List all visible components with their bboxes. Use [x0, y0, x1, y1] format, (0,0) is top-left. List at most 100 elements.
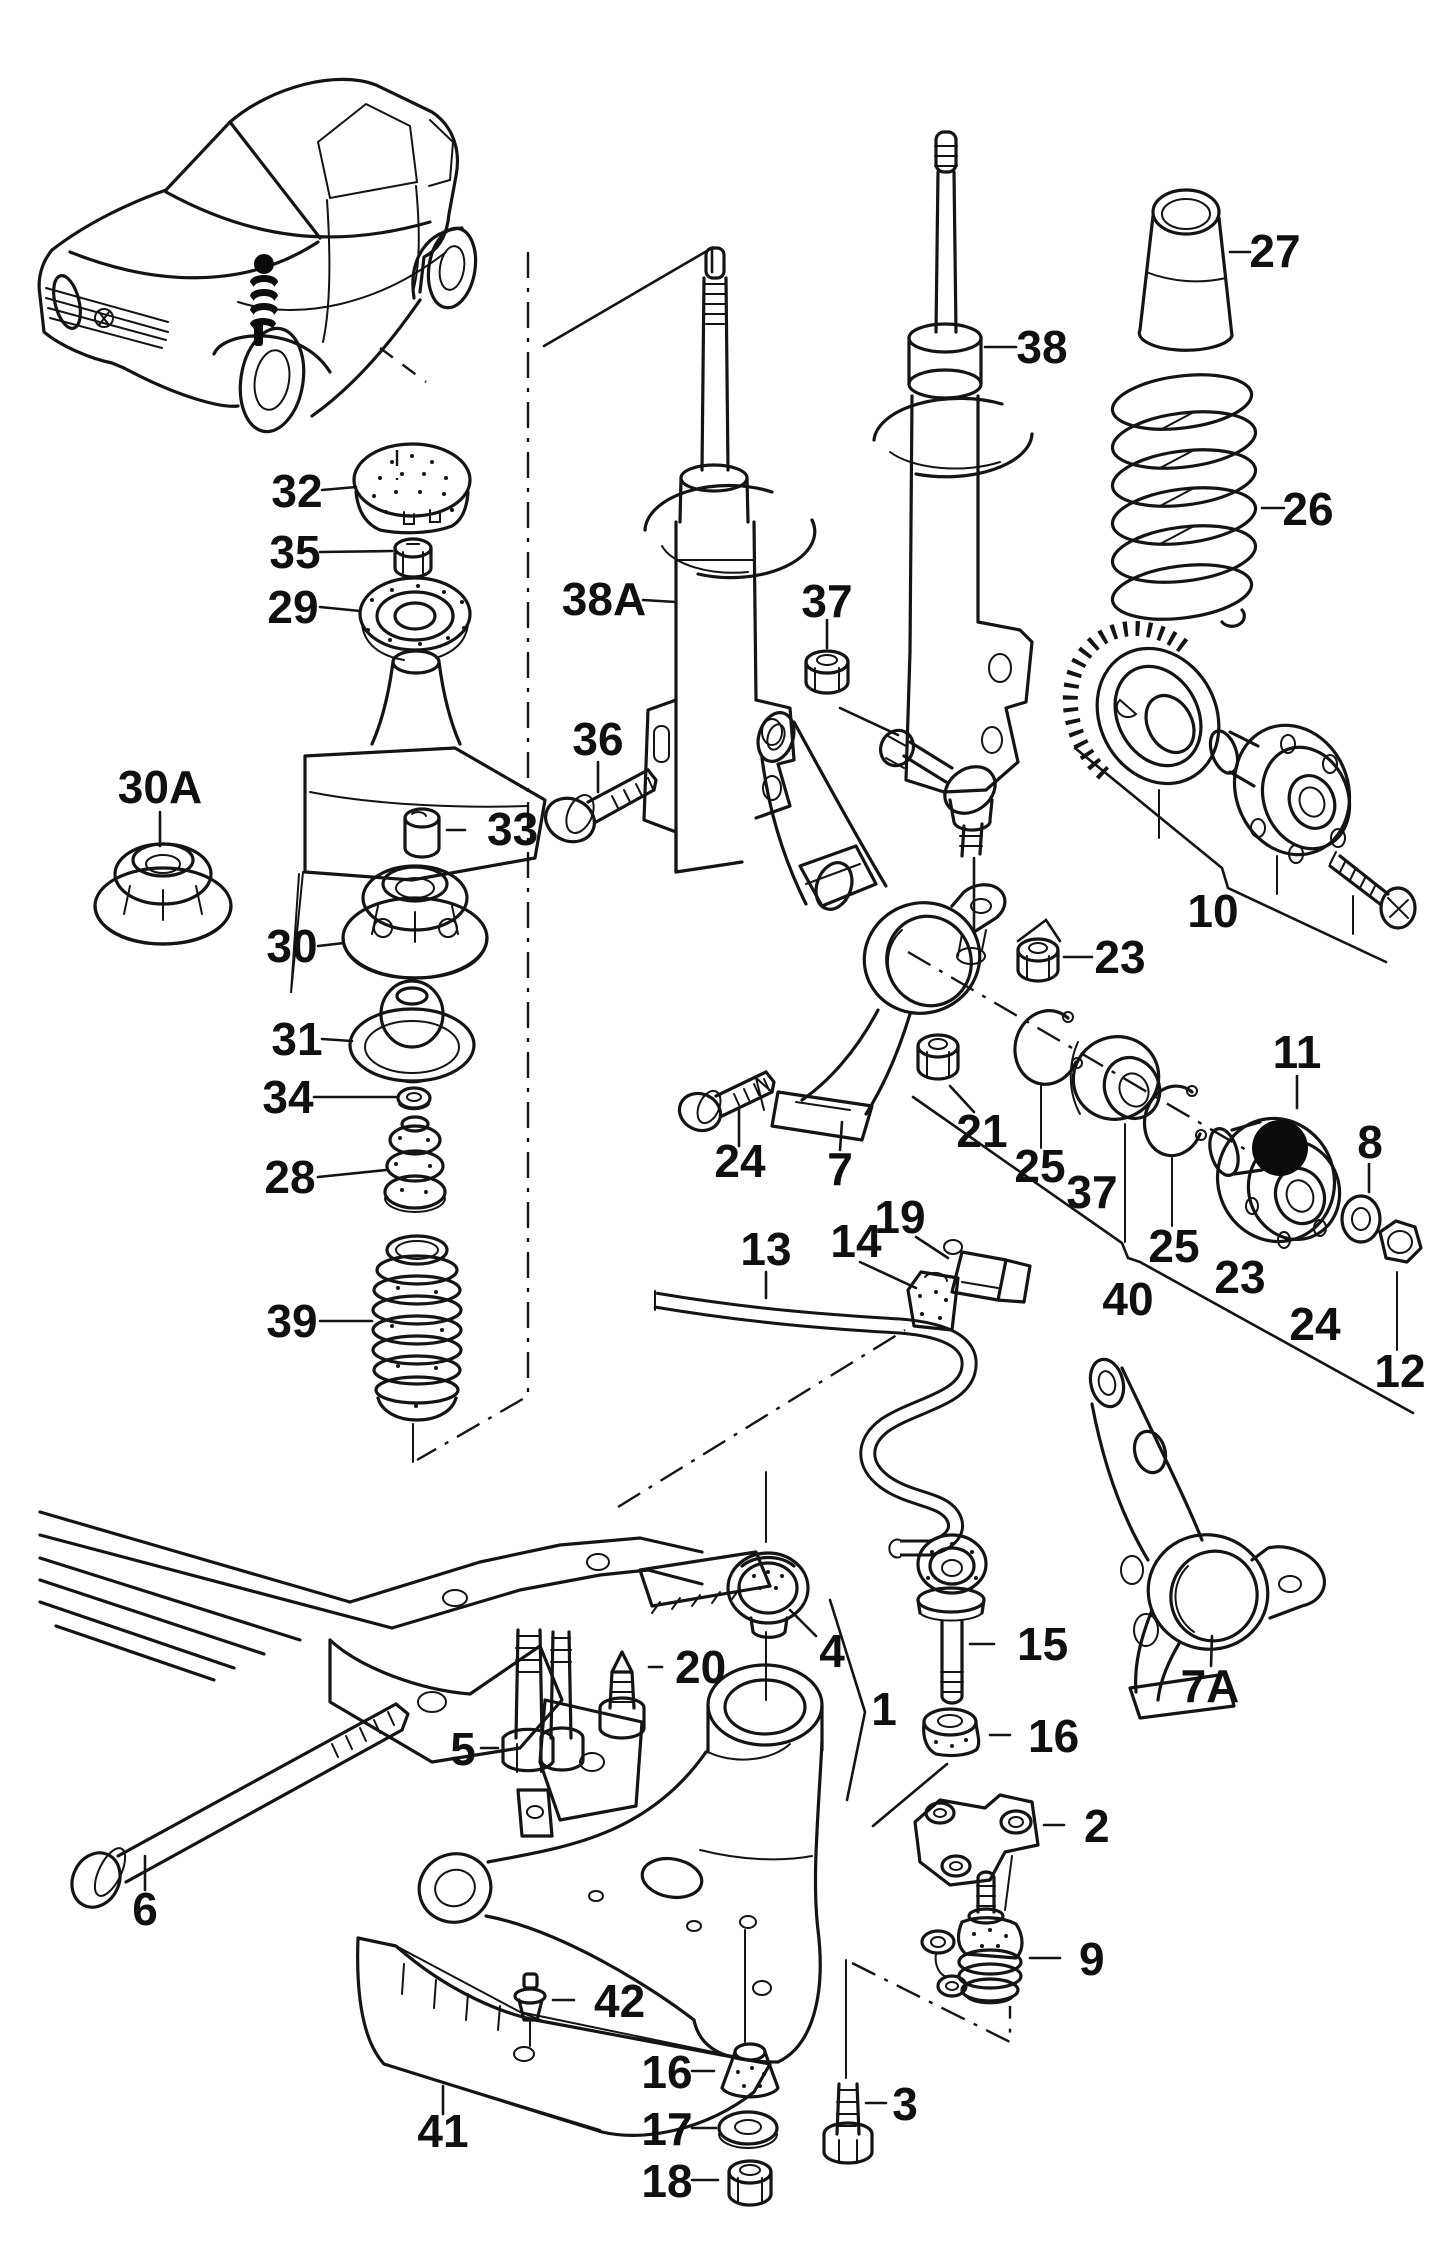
- callout-32[interactable]: 32: [271, 465, 322, 517]
- part-bush-small: [396, 1086, 432, 1111]
- callout-37-top[interactable]: 37: [801, 575, 852, 627]
- callout-4[interactable]: 4: [819, 1625, 845, 1677]
- callout-13[interactable]: 13: [740, 1223, 791, 1275]
- part-washer-8: [1340, 1194, 1382, 1244]
- part-tie-rod-end: [838, 706, 997, 932]
- highlighted-suspension-marker: [250, 254, 278, 346]
- bracket-ball-joint: [851, 1961, 1012, 2044]
- callout-12[interactable]: 12: [1374, 1345, 1425, 1397]
- part-nut-23: [1016, 918, 1062, 983]
- part-strut-38: [872, 130, 1034, 794]
- callout-34[interactable]: 34: [262, 1071, 314, 1123]
- part-subframe: [38, 1510, 772, 1838]
- part-hub-abs-ring: [1062, 621, 1221, 786]
- callout-28[interactable]: 28: [264, 1151, 315, 1203]
- part-nut-16-upper: [871, 1707, 981, 1828]
- callout-30A[interactable]: 30A: [118, 761, 202, 813]
- part-stop-sleeve: [403, 807, 441, 859]
- part-strut-bearing: [358, 576, 472, 661]
- callout-16-bottom[interactable]: 16: [641, 2046, 692, 2098]
- part-bolt-36: [544, 768, 658, 844]
- part-buffer-16-lower: [720, 2042, 780, 2099]
- part-bolt-24: [677, 1070, 776, 1133]
- callout-27[interactable]: 27: [1249, 225, 1300, 277]
- callout-7[interactable]: 7: [827, 1143, 853, 1195]
- part-washer-17: [717, 2110, 779, 2149]
- callout-40[interactable]: 40: [1102, 1273, 1153, 1325]
- callout-30[interactable]: 30: [266, 920, 317, 972]
- highlight-dot: [1252, 1120, 1308, 1176]
- callout-24-left[interactable]: 24: [714, 1135, 766, 1187]
- part-wheel-hub-10: [1208, 723, 1352, 864]
- part-axle-nut-12: [1378, 1219, 1423, 1264]
- callout-37-mid[interactable]: 37: [1066, 1166, 1117, 1218]
- part-ball-joint-9: [920, 1870, 1024, 2005]
- callout-38A[interactable]: 38A: [562, 573, 646, 625]
- callout-36[interactable]: 36: [572, 713, 623, 765]
- part-coil-spring: [1110, 373, 1258, 628]
- callout-5[interactable]: 5: [450, 1723, 476, 1775]
- part-steering-knuckle-7a: [1088, 1357, 1326, 1720]
- part-retaining-plate-2: [913, 1793, 1040, 1911]
- callout-42[interactable]: 42: [594, 1975, 645, 2027]
- callout-17[interactable]: 17: [641, 2103, 692, 2155]
- callout-35[interactable]: 35: [269, 526, 320, 578]
- callout-3[interactable]: 3: [892, 2078, 918, 2130]
- callout-25-a[interactable]: 25: [1014, 1140, 1065, 1192]
- callout-16-top[interactable]: 16: [1028, 1710, 1079, 1762]
- callout-10[interactable]: 10: [1187, 885, 1238, 937]
- part-splash-shield-41: [356, 1936, 772, 2137]
- part-mount-plate: [290, 649, 547, 994]
- part-lower-control-arm: [417, 1663, 847, 2079]
- part-strut-mount: [341, 864, 489, 980]
- callout-33[interactable]: 33: [487, 803, 538, 855]
- part-nut-21: [916, 1033, 960, 1081]
- callout-18[interactable]: 18: [641, 2155, 692, 2207]
- callout-21[interactable]: 21: [956, 1105, 1007, 1157]
- callout-26[interactable]: 26: [1282, 483, 1333, 535]
- callout-15[interactable]: 15: [1017, 1618, 1068, 1670]
- part-bolt-3: [822, 2082, 874, 2165]
- part-stabilizer-bar: [653, 1290, 978, 1559]
- callout-23-b[interactable]: 23: [1214, 1251, 1265, 1303]
- callout-41[interactable]: 41: [417, 2105, 468, 2157]
- part-stabilizer-bushing-14: [906, 1270, 960, 1332]
- callout-38[interactable]: 38: [1016, 321, 1067, 373]
- part-circlip-25b: [1142, 1084, 1207, 1158]
- callout-14[interactable]: 14: [830, 1215, 882, 1267]
- callout-8[interactable]: 8: [1357, 1116, 1383, 1168]
- callout-9[interactable]: 9: [1079, 1933, 1105, 1985]
- axis-line-bearing: [907, 950, 1261, 1160]
- callout-29[interactable]: 29: [267, 581, 318, 633]
- callout-23-top[interactable]: 23: [1094, 931, 1145, 983]
- callout-20[interactable]: 20: [675, 1641, 726, 1693]
- part-strut-38a: [542, 245, 817, 874]
- callout-2[interactable]: 2: [1084, 1800, 1110, 1852]
- part-stabilizer-link-15: [916, 1533, 988, 1705]
- part-wheel-bearing: [1069, 1035, 1162, 1121]
- part-wheel-hub-11: [1208, 1116, 1342, 1249]
- callout-7A[interactable]: 7A: [1181, 1660, 1240, 1712]
- callout-6[interactable]: 6: [132, 1883, 158, 1935]
- callout-1[interactable]: 1: [871, 1683, 897, 1735]
- group-line-lower: [617, 1328, 906, 1509]
- part-bump-stop: [383, 1115, 447, 1213]
- part-spring-plate: [348, 979, 476, 1084]
- callout-39[interactable]: 39: [266, 1295, 317, 1347]
- part-protective-boot: [371, 1234, 463, 1422]
- part-nut-18: [727, 2159, 773, 2207]
- callout-11[interactable]: 11: [1273, 1026, 1322, 1078]
- callout-24-b[interactable]: 24: [1289, 1298, 1341, 1350]
- bracket-hub-10: [1073, 746, 1388, 964]
- part-bolt-6: [70, 1702, 410, 1909]
- vehicle-thumbnail: [37, 77, 478, 480]
- bracket-control-arm-1: [828, 1598, 867, 1802]
- part-clip-42: [513, 1972, 547, 2047]
- callout-31[interactable]: 31: [271, 1013, 322, 1065]
- callout-25-b[interactable]: 25: [1148, 1220, 1199, 1272]
- group-bracket-bearing-kit: [911, 1095, 1415, 1415]
- leader-lines: [143, 250, 1371, 2182]
- callout-19[interactable]: 19: [874, 1191, 925, 1243]
